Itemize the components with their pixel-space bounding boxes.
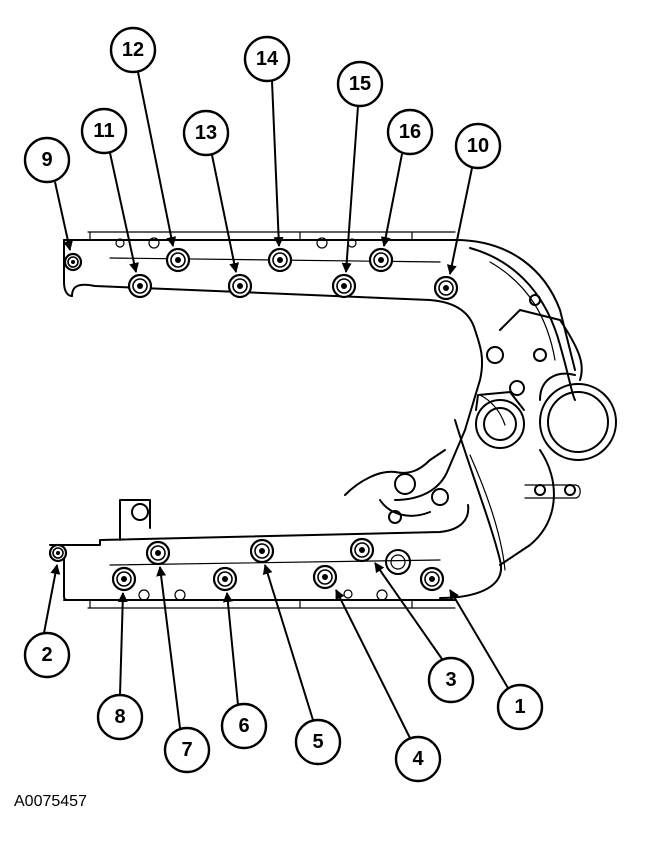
svg-text:11: 11 (93, 120, 114, 142)
leader-line-6 (222, 592, 239, 706)
leader-line-4 (335, 589, 411, 739)
bolt-6 (212, 566, 238, 592)
svg-text:7: 7 (181, 739, 192, 761)
bolt-7 (145, 540, 171, 566)
bolt-13 (227, 273, 253, 299)
svg-text:14: 14 (256, 48, 279, 70)
callout-group: 1 2 3 4 5 6 7 8 9 10 11 12 13 14 15 16 (23, 26, 544, 783)
bolt-4 (312, 564, 338, 590)
callout-11: 11 (80, 107, 128, 155)
leader-line-11 (109, 152, 139, 273)
callout-2: 2 (23, 631, 71, 679)
svg-text:5: 5 (312, 731, 323, 753)
callout-4: 4 (394, 735, 442, 783)
leader-line-3 (374, 562, 443, 660)
manifold-outline (49, 231, 617, 609)
svg-text:10: 10 (467, 135, 489, 157)
callout-15: 15 (336, 60, 384, 108)
leader-line-1 (449, 589, 509, 689)
figure-reference-code: A0075457 (14, 793, 87, 810)
svg-text:15: 15 (349, 73, 371, 95)
leader-line-8 (117, 592, 128, 696)
leader-line-7 (156, 566, 181, 729)
bolt-10 (433, 275, 459, 301)
leader-line-10 (446, 167, 473, 275)
bolt-3 (349, 537, 375, 563)
bolt-8-core (121, 576, 127, 582)
bolt-9-core (71, 260, 75, 264)
leader-lines (43, 71, 509, 739)
callout-14: 14 (243, 35, 291, 83)
bolt-15-core (341, 283, 347, 289)
bolt-5 (249, 538, 275, 564)
bolt-16 (368, 247, 394, 273)
bolt-15 (331, 273, 357, 299)
callout-9: 9 (23, 136, 71, 184)
leader-line-2 (43, 564, 61, 634)
bolt-10-core (443, 285, 449, 291)
callout-3: 3 (427, 656, 475, 704)
bolt-1-core (429, 576, 435, 582)
svg-text:4: 4 (412, 748, 424, 770)
callout-10: 10 (454, 122, 502, 170)
svg-text:2: 2 (41, 644, 52, 666)
leader-line-9 (54, 181, 73, 251)
leader-line-16 (380, 153, 403, 247)
bolt-13-core (237, 283, 243, 289)
bolt-9 (63, 252, 83, 272)
bolt-7-core (155, 550, 161, 556)
svg-text:6: 6 (238, 715, 249, 737)
svg-text:8: 8 (114, 706, 125, 728)
bolt-11 (127, 273, 153, 299)
leader-line-12 (137, 71, 177, 247)
bolt-12 (165, 247, 191, 273)
callout-6: 6 (220, 702, 268, 750)
callout-1: 1 (496, 683, 544, 731)
svg-text:12: 12 (122, 39, 144, 61)
bolt-5-core (259, 548, 265, 554)
bolt-heads (48, 247, 459, 592)
bolt-4-core (322, 574, 328, 580)
callout-12: 12 (109, 26, 157, 74)
leader-line-14 (271, 80, 284, 247)
svg-text:9: 9 (41, 149, 52, 171)
callout-7: 7 (163, 726, 211, 774)
leader-line-5 (262, 564, 314, 721)
leader-line-15 (341, 105, 359, 273)
callout-8: 8 (96, 693, 144, 741)
callout-16: 16 (386, 108, 434, 156)
callout-5: 5 (294, 718, 342, 766)
svg-text:3: 3 (445, 669, 456, 691)
bolt-14-core (277, 257, 283, 263)
bolt-2-core (56, 551, 60, 555)
bolt-6-core (222, 576, 228, 582)
bolt-14 (267, 247, 293, 273)
bolt-11-core (137, 283, 143, 289)
bolt-12-core (175, 257, 181, 263)
bolt-16-core (378, 257, 384, 263)
callout-13: 13 (182, 109, 230, 157)
bolt-2 (48, 543, 68, 563)
leader-line-13 (211, 154, 240, 273)
bolt-8 (111, 566, 137, 592)
bolt-1 (419, 566, 445, 592)
bolt-3-core (359, 547, 365, 553)
svg-text:13: 13 (195, 122, 217, 144)
svg-text:16: 16 (399, 121, 421, 143)
svg-text:1: 1 (514, 696, 525, 718)
